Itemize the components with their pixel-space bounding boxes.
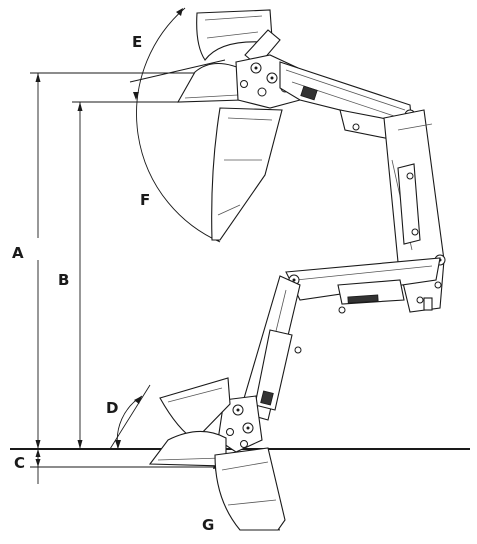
label-c: C <box>14 454 25 472</box>
upper-bucket-level <box>145 62 249 103</box>
lower-boom-arm <box>285 257 441 314</box>
dimension-c <box>30 449 225 484</box>
label-f: F <box>140 191 150 209</box>
upper-attach-bracket <box>235 54 301 109</box>
lower-bucket-curled <box>159 377 231 441</box>
label-g: G <box>202 516 214 534</box>
dimension-b <box>55 101 180 449</box>
lower-bucket-ground <box>148 430 227 467</box>
label-d: D <box>106 399 118 417</box>
lower-attach-bracket <box>217 395 263 453</box>
upper-bucket-dumped <box>211 107 283 241</box>
label-b: B <box>58 271 69 289</box>
lower-lift-arm <box>239 275 302 421</box>
label-e: E <box>132 33 142 51</box>
upper-bucket-curled <box>196 9 281 67</box>
label-a: A <box>12 244 24 262</box>
angle-d <box>109 384 151 450</box>
lower-bucket-below-grade <box>214 447 286 531</box>
upper-boom-arm <box>279 61 416 141</box>
